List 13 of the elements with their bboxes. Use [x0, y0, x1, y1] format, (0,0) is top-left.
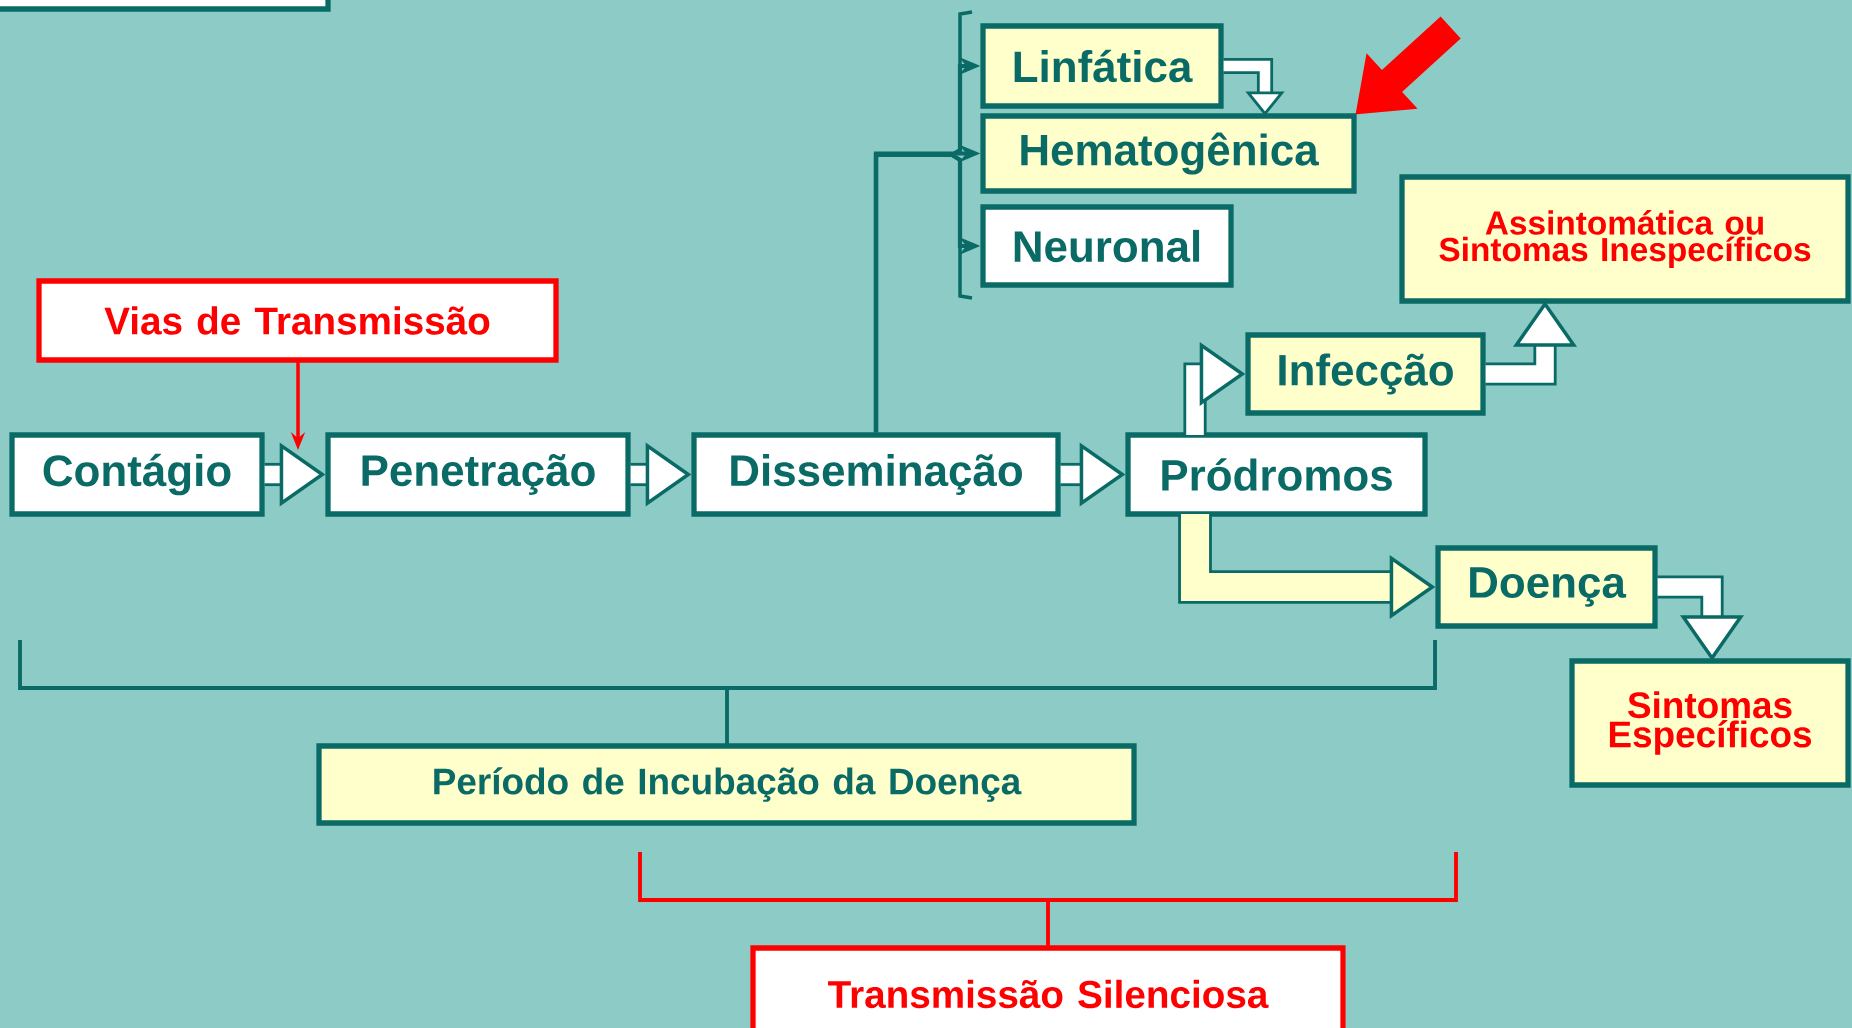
text-box: Hematogênica [980, 113, 1357, 194]
block-arrow [1223, 57, 1285, 116]
text-box: Linfática [980, 23, 1224, 109]
text-box: Contágio [9, 432, 265, 517]
text-box: Vias de Transmissão [36, 278, 559, 363]
text-box: Neuronal [980, 204, 1234, 288]
text-box: Infecção [1245, 332, 1486, 416]
text-box: Assintomática ou Sintomas Inespecíficos [1399, 174, 1851, 304]
text-box: Transmissão Silenciosa [750, 945, 1346, 1028]
arrow [1355, 16, 1461, 115]
empty-box [0, 0, 331, 12]
text-box: Sintomas Específicos [1569, 658, 1851, 788]
text-box: Período de Incubação da Doença [316, 743, 1137, 826]
